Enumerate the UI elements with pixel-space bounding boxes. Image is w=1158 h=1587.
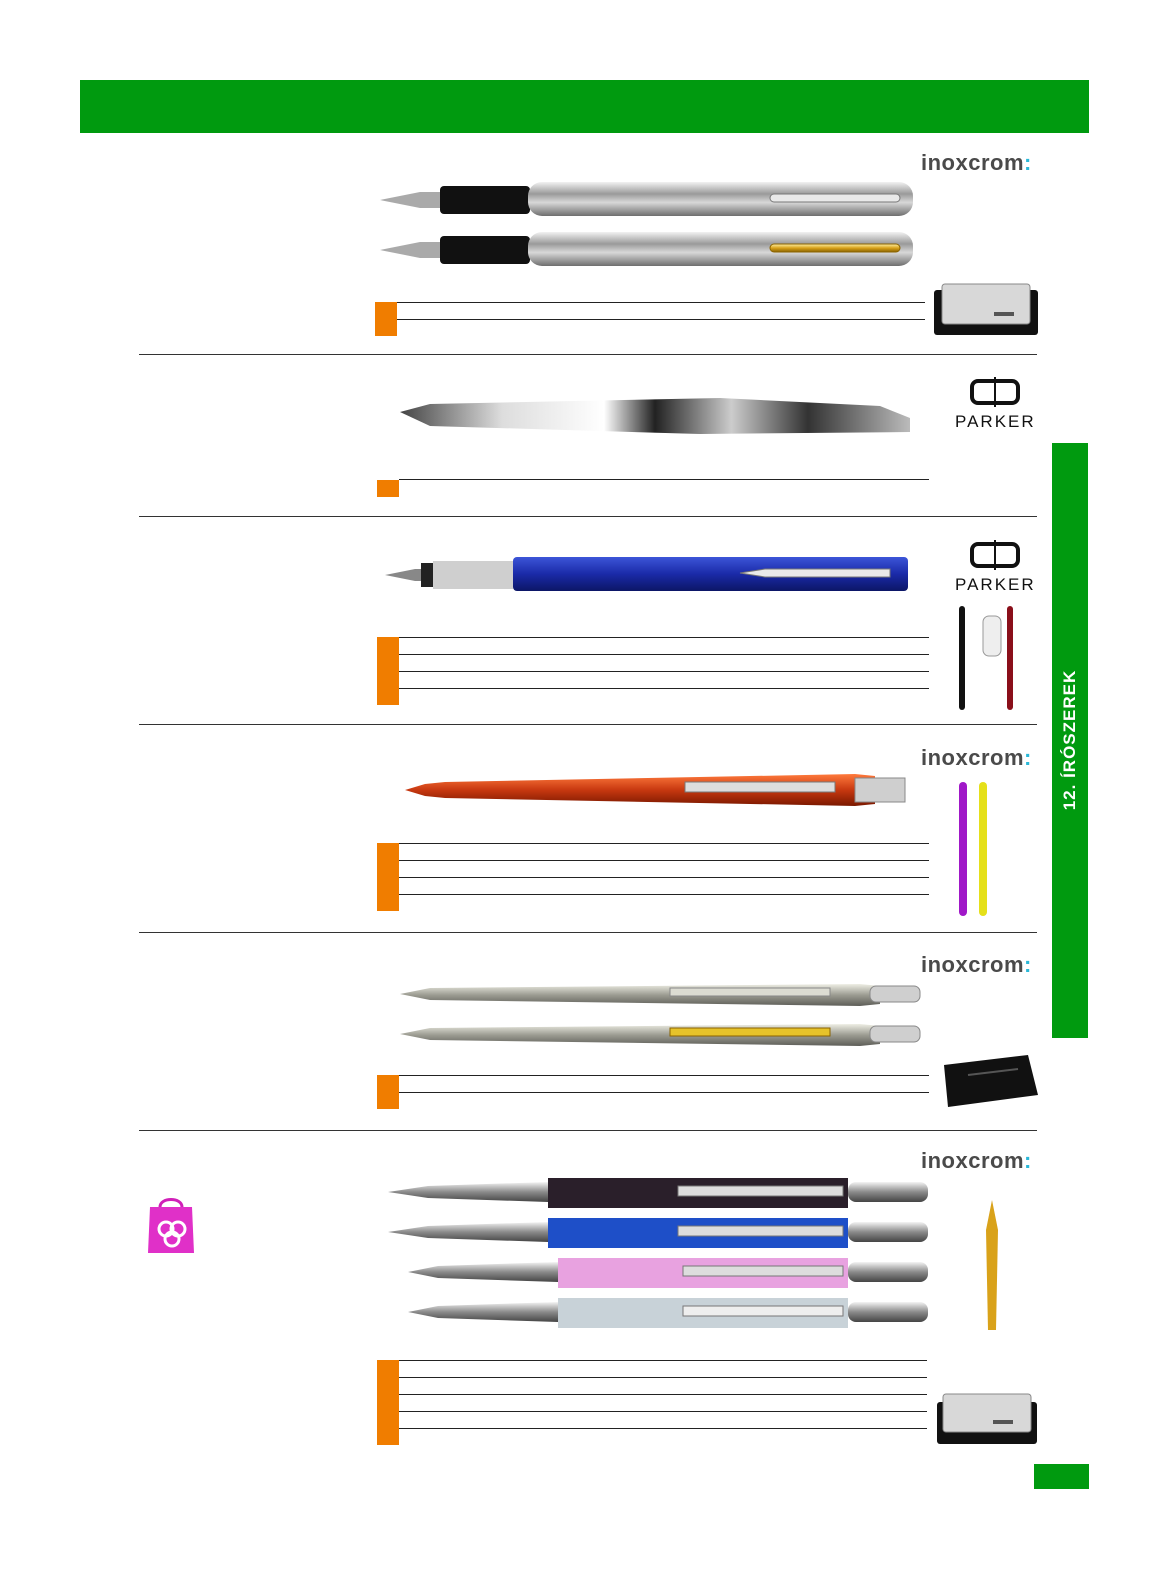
- side-tab[interactable]: [1052, 443, 1088, 1038]
- variant-line: [399, 843, 929, 844]
- variant-line: [399, 877, 929, 878]
- variant-swatch: [377, 1394, 399, 1411]
- ballpoint-steel-image: [400, 984, 921, 1046]
- inoxcrom-logo: inoxcrom:: [921, 1148, 1032, 1173]
- variant-line: [399, 654, 929, 655]
- section-divider: [139, 1130, 1037, 1131]
- variant-swatch: [377, 1377, 399, 1394]
- inoxcrom-logo: inoxcrom:: [921, 745, 1032, 770]
- variant-line: [397, 302, 925, 303]
- fountain-pen-steel-image: [380, 182, 913, 266]
- variant-swatch: [377, 1092, 399, 1109]
- gift-box-icon: [934, 283, 1038, 335]
- variant-swatch: [377, 877, 399, 894]
- section-divider: [139, 354, 1037, 355]
- variant-line: [399, 479, 929, 480]
- ballpoint-red-image: [405, 774, 906, 806]
- section-divider: [139, 932, 1037, 933]
- ballpoint-colors-image: [388, 1178, 928, 1328]
- shopping-bag-icon[interactable]: [146, 1193, 196, 1255]
- variant-swatch: [377, 637, 399, 654]
- variant-line: [399, 894, 929, 895]
- pen-colors-image: [959, 782, 987, 916]
- variant-line: [399, 1394, 927, 1395]
- variant-swatch: [377, 1411, 399, 1428]
- variant-line: [397, 319, 925, 320]
- side-tab-label: 12. ÍRÓSZEREK: [1060, 669, 1079, 811]
- fountain-pen-blue-image: [385, 557, 908, 591]
- variant-swatch: [377, 480, 399, 497]
- variant-swatch: [377, 894, 399, 911]
- parker-logo: PARKER: [955, 377, 1035, 432]
- section-divider: [139, 516, 1037, 517]
- variant-swatch: [377, 654, 399, 671]
- variant-swatch: [375, 319, 397, 336]
- variant-swatch: [377, 1428, 399, 1445]
- variant-swatch: [377, 1075, 399, 1092]
- variant-swatch: [377, 860, 399, 877]
- pen-case-icon: [944, 1055, 1038, 1107]
- pen-colors-image: [959, 606, 1013, 710]
- variant-line: [399, 860, 929, 861]
- fountain-pen-blur-image: [400, 398, 910, 434]
- variant-line: [399, 671, 929, 672]
- variant-line: [399, 1360, 927, 1361]
- header-bar: [80, 80, 1089, 133]
- inoxcrom-logo: inoxcrom:: [921, 150, 1032, 175]
- variant-line: [399, 1092, 929, 1093]
- gift-box-icon: [937, 1393, 1037, 1444]
- variant-line: [399, 1075, 929, 1076]
- page-number-box: [1034, 1464, 1089, 1489]
- parker-logo: PARKER: [955, 540, 1035, 595]
- variant-line: [399, 1377, 927, 1378]
- pen-gold-image: [986, 1200, 998, 1330]
- inoxcrom-logo: inoxcrom:: [921, 952, 1032, 977]
- variant-swatch: [377, 671, 399, 688]
- section-divider: [139, 724, 1037, 725]
- variant-line: [399, 1428, 927, 1429]
- variant-swatch: [377, 843, 399, 860]
- variant-line: [399, 637, 929, 638]
- variant-line: [399, 688, 929, 689]
- variant-swatch: [377, 688, 399, 705]
- variant-swatch: [375, 302, 397, 319]
- variant-line: [399, 1411, 927, 1412]
- variant-swatch: [377, 1360, 399, 1377]
